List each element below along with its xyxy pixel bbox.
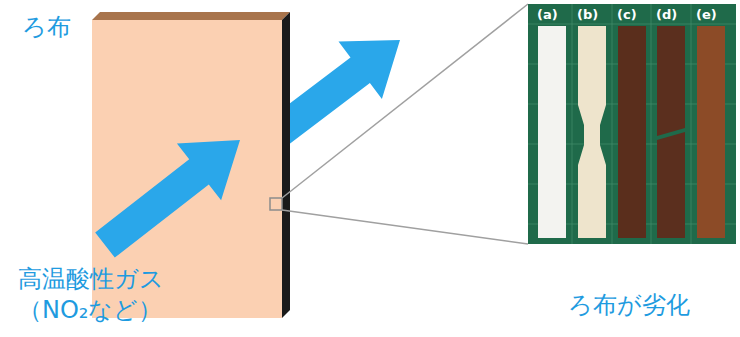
sample-label: (e) [696, 7, 717, 23]
cloth-side-edge [282, 12, 290, 318]
zoom-line [282, 210, 528, 244]
entry-arrow [95, 140, 240, 258]
caption-label: ろ布が劣化 [568, 290, 690, 321]
sample-photo [528, 4, 736, 244]
sample-label: (d) [656, 7, 677, 23]
gas-label: 高温酸性ガス （NO₂など） [18, 264, 168, 326]
part-name: ろ布 [22, 12, 71, 43]
sample-label: (a) [537, 7, 558, 23]
zoom-line [282, 4, 528, 198]
cloth-top-edge [92, 12, 290, 20]
sample-label: (b) [577, 7, 598, 23]
sample-label: (c) [617, 7, 637, 23]
zoom-marker [270, 198, 282, 210]
